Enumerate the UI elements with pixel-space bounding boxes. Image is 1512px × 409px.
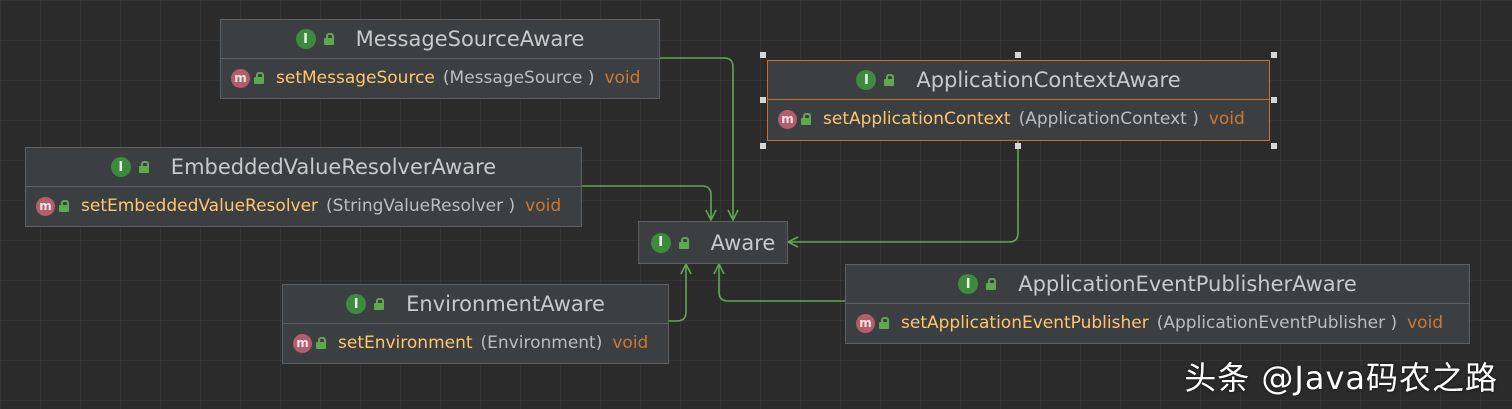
resize-handle-left[interactable] xyxy=(760,97,766,103)
method-icon: m xyxy=(778,109,797,129)
public-lock-icon xyxy=(138,161,149,173)
method-row[interactable]: m setApplicationEventPublisher (Applicat… xyxy=(846,304,1469,342)
public-lock-icon xyxy=(323,33,334,45)
interface-icon: I xyxy=(346,294,367,314)
class-title: ApplicationEventPublisherAware xyxy=(1018,272,1357,296)
method-row[interactable]: m setMessageSource (MessageSource ) void xyxy=(221,59,659,97)
edge-applicationcontextaware-to-aware xyxy=(789,141,1019,242)
node-aware[interactable]: I Aware xyxy=(638,221,788,264)
resize-handle-bottom-left[interactable] xyxy=(760,143,766,149)
node-applicationcontextaware[interactable]: I ApplicationContextAware m setApplicati… xyxy=(767,60,1270,141)
class-title: ApplicationContextAware xyxy=(916,68,1181,92)
method-icon: m xyxy=(293,333,312,353)
public-lock-icon xyxy=(374,298,385,310)
method-return-type: void xyxy=(525,196,562,216)
public-lock-icon xyxy=(986,278,997,290)
method-name: setEnvironment xyxy=(338,333,473,353)
method-return-type: void xyxy=(1407,313,1444,333)
public-lock-icon xyxy=(316,337,326,349)
interface-icon: I xyxy=(650,232,671,253)
node-header: I EnvironmentAware xyxy=(283,285,668,324)
interface-icon: I xyxy=(110,157,131,177)
interface-icon: I xyxy=(295,29,316,49)
method-name: setApplicationContext xyxy=(823,109,1011,129)
method-icon: m xyxy=(856,313,875,333)
watermark: 头条 @Java码农之路 xyxy=(1184,359,1498,397)
method-icon: m xyxy=(231,68,250,88)
node-environmentaware[interactable]: I EnvironmentAware m setEnvironment (Env… xyxy=(282,284,669,364)
class-title: EnvironmentAware xyxy=(406,292,605,316)
method-row[interactable]: m setApplicationContext (ApplicationCont… xyxy=(768,100,1269,138)
class-title: Aware xyxy=(710,230,776,255)
interface-icon: I xyxy=(856,70,877,90)
method-params: (StringValueResolver ) xyxy=(326,196,516,216)
method-params: (MessageSource ) xyxy=(442,68,595,88)
node-header: I EmbeddedValueResolverAware xyxy=(26,148,581,187)
public-lock-icon xyxy=(884,74,895,86)
node-embeddedvalueresolveraware[interactable]: I EmbeddedValueResolverAware m setEmbedd… xyxy=(25,147,582,227)
resize-handle-top[interactable] xyxy=(1015,52,1021,58)
method-row[interactable]: m setEnvironment (Environment) void xyxy=(283,324,668,362)
resize-handle-bottom-right[interactable] xyxy=(1271,143,1277,149)
edge-messagesourceaware-to-aware xyxy=(659,57,733,219)
method-name: setApplicationEventPublisher xyxy=(901,313,1149,333)
edge-embeddedvalueresolveraware-to-aware xyxy=(581,185,711,219)
method-params: (ApplicationEventPublisher ) xyxy=(1156,313,1398,333)
node-applicationeventpublisheraware[interactable]: I ApplicationEventPublisherAware m setAp… xyxy=(845,264,1470,344)
node-header: I ApplicationContextAware xyxy=(768,61,1269,100)
method-icon: m xyxy=(36,196,55,216)
node-header: I Aware xyxy=(639,222,787,263)
public-lock-icon xyxy=(879,317,889,329)
node-header: I MessageSourceAware xyxy=(221,20,659,59)
public-lock-icon xyxy=(254,72,264,84)
method-return-type: void xyxy=(604,68,641,88)
interface-icon: I xyxy=(958,274,979,294)
edge-applicationeventpublisheraware-to-aware xyxy=(719,265,845,302)
method-params: (ApplicationContext ) xyxy=(1018,109,1199,129)
public-lock-icon xyxy=(59,200,69,212)
resize-handle-bottom[interactable] xyxy=(1015,143,1021,149)
public-lock-icon xyxy=(678,236,689,249)
method-name: setEmbeddedValueResolver xyxy=(81,196,319,216)
method-row[interactable]: m setEmbeddedValueResolver (StringValueR… xyxy=(26,187,581,225)
resize-handle-top-left[interactable] xyxy=(760,52,766,58)
resize-handle-right[interactable] xyxy=(1271,97,1277,103)
resize-handle-top-right[interactable] xyxy=(1271,52,1277,58)
method-return-type: void xyxy=(612,333,649,353)
class-title: EmbeddedValueResolverAware xyxy=(170,155,497,179)
method-name: setMessageSource xyxy=(276,68,435,88)
method-params: (Environment) xyxy=(480,333,603,353)
edge-environmentaware-to-aware xyxy=(668,265,686,322)
class-title: MessageSourceAware xyxy=(355,27,585,51)
public-lock-icon xyxy=(801,113,811,125)
node-header: I ApplicationEventPublisherAware xyxy=(846,265,1469,304)
node-messagesourceaware[interactable]: I MessageSourceAware m setMessageSource … xyxy=(220,19,660,99)
method-return-type: void xyxy=(1208,109,1245,129)
